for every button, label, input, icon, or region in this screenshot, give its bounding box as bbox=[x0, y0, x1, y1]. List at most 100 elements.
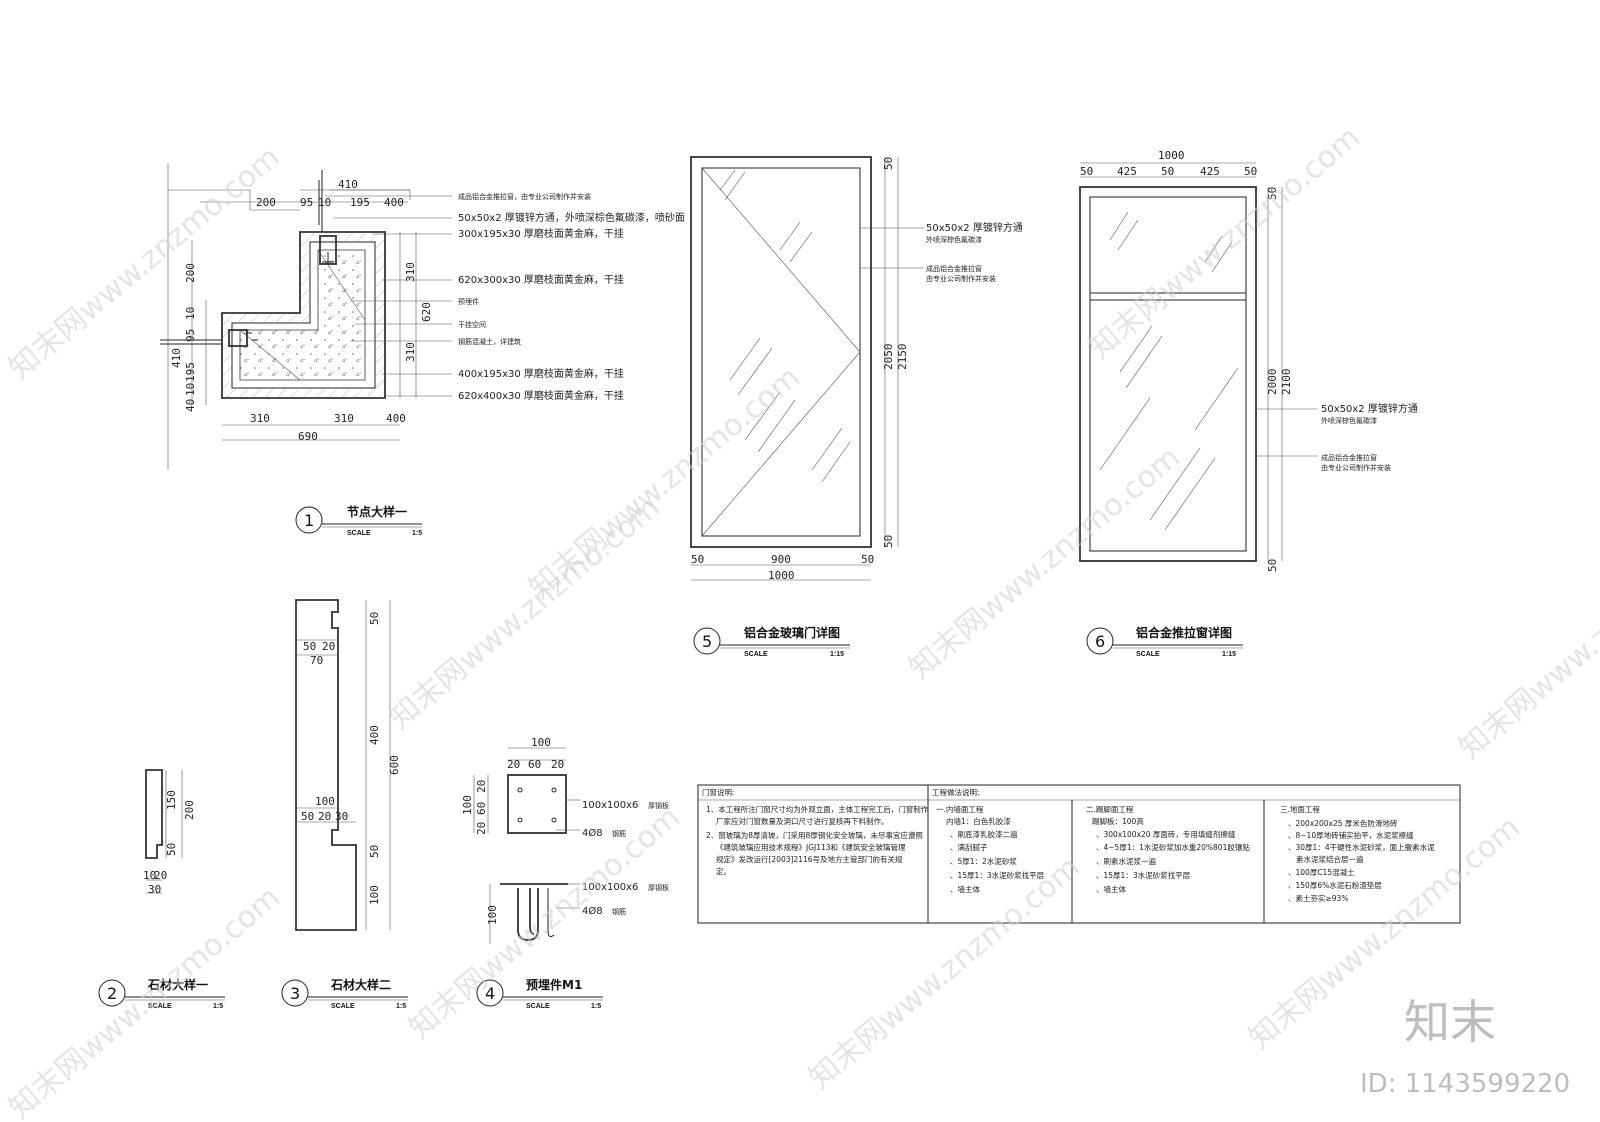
dim-text: 10 bbox=[184, 307, 197, 320]
detail-6-window: 1000 50 425 50 425 50 50 2000 2100 50 50… bbox=[1079, 149, 1418, 572]
detail-title: 铝合金推拉窗详图 bbox=[1136, 625, 1232, 640]
dim-text: 900 bbox=[771, 553, 791, 566]
watermark-text: 知末网www.znzmo.com bbox=[803, 850, 1087, 1096]
detail-2-section: 150 200 50 10 20 30 bbox=[143, 769, 196, 896]
watermark-text: 知末网www.znzmo.com bbox=[903, 440, 1187, 686]
detail-3-section: 50 50 20 70 400 600 100 50 20 30 50 100 bbox=[295, 599, 401, 931]
table-line: 踢脚板：100高 bbox=[1092, 816, 1144, 826]
dim-text: 620 bbox=[420, 302, 433, 322]
table-line: 、15厚1：3水泥砂浆找平层 bbox=[1096, 870, 1191, 880]
dim-text: 410 bbox=[170, 348, 183, 368]
dim-text: 20 bbox=[507, 758, 520, 771]
brand-mark: 知末 ID: 1143599220 bbox=[1360, 995, 1570, 1099]
detail-title: 节点大样一 bbox=[347, 504, 407, 519]
dim-text: 50 bbox=[368, 612, 381, 625]
note-text: 钢筋混凝土，详建筑 bbox=[458, 337, 521, 346]
table-line: 2、窗玻璃为8厚清玻，门采用8厚钢化安全玻璃，未尽事宜应遵照 bbox=[706, 830, 923, 840]
dim-text: 50 bbox=[303, 640, 316, 653]
detail-number: 6 bbox=[1095, 632, 1105, 651]
title-detail-1: 1 节点大样一 SCALE 1:5 bbox=[295, 504, 422, 537]
table-line: 、200x200x25 厚米色防滑地砖 bbox=[1288, 818, 1398, 828]
note-text: 100x100x6 bbox=[582, 800, 638, 811]
scale-value: 1:15 bbox=[1222, 651, 1236, 658]
table-line: 规定》发改运行[2003]2116号及地方主管部门的有关规 bbox=[716, 854, 903, 864]
table-line: 、5厚1：2水泥砂浆 bbox=[950, 856, 1017, 866]
note-text: 厚钢板 bbox=[648, 883, 669, 892]
dim-text: 1000 bbox=[768, 569, 795, 582]
table-line: 、墙主体 bbox=[950, 884, 980, 894]
note-text: 300x195x30 厚磨枝面黄金麻，干挂 bbox=[458, 227, 624, 240]
detail-title: 石材大样二 bbox=[330, 977, 391, 992]
dim-text: 20 bbox=[475, 780, 488, 793]
note-text: 成品铝合金推拉窗 bbox=[926, 264, 982, 273]
table-header: 门窗说明: bbox=[702, 787, 735, 797]
note-text: 厚钢板 bbox=[648, 801, 669, 810]
detail-title: 预埋件M1 bbox=[526, 977, 582, 992]
dim-text: 100 bbox=[531, 736, 551, 749]
dim-text: 10 bbox=[143, 869, 156, 882]
dim-text: 20 bbox=[551, 758, 564, 771]
dim-text: 200 bbox=[256, 196, 276, 209]
note-text: 50x50x2 厚镀锌方通 bbox=[926, 221, 1023, 234]
table-subheader: 一.内墙面工程 bbox=[936, 804, 984, 814]
table-line: 定。 bbox=[716, 866, 731, 876]
watermark-text: 知末网www.znzmo.com bbox=[3, 880, 287, 1122]
detail-number: 2 bbox=[107, 984, 117, 1003]
table-line: 1、本工程所注门窗尺寸均为外观立面，主体工程完工后，门窗制作 bbox=[706, 804, 929, 814]
watermark-text: 知末网www.znzmo.com bbox=[1083, 120, 1367, 366]
dim-text: 100 bbox=[315, 795, 335, 808]
title-detail-5: 5 铝合金玻璃门详图 SCALE 1:15 bbox=[693, 625, 850, 658]
watermark-text: 知末网www.znzmo.com bbox=[383, 490, 667, 736]
table-line: 、100厚C15混凝土 bbox=[1288, 867, 1355, 877]
table-line: 素水泥浆结合层一遍 bbox=[1296, 854, 1364, 864]
table-line: 、300x100x20 厚面砖，专用填缝剂擦缝 bbox=[1096, 829, 1236, 839]
note-text: 成品铝合金推拉窗，由专业公司制作并安装 bbox=[458, 192, 591, 201]
dim-text: 20 bbox=[318, 810, 331, 823]
detail-1-dims: 410 200 95 10 195 400 200 10 95 410 195 … bbox=[170, 178, 433, 443]
dim-text: 2050 bbox=[882, 344, 895, 371]
detail-5-door: 50 2050 2150 50 50 900 50 1000 50x50x2 厚… bbox=[690, 156, 1023, 582]
dim-text: 100 bbox=[461, 795, 474, 815]
dim-text: 310 bbox=[334, 412, 354, 425]
note-text: 50x50x2 厚镀锌方通，外喷深棕色氟碳漆，喷砂面 bbox=[458, 211, 685, 224]
title-detail-6: 6 铝合金推拉窗详图 SCALE 1:15 bbox=[1086, 625, 1243, 658]
note-text: 620x400x30 厚磨枝面黄金麻，干挂 bbox=[458, 389, 624, 402]
dim-text: 195 bbox=[350, 196, 370, 209]
scale-label: SCALE bbox=[1136, 651, 1160, 658]
dim-text: 310 bbox=[404, 342, 417, 362]
dim-text: 200 bbox=[184, 263, 197, 283]
note-text: 50x50x2 厚镀锌方通 bbox=[1321, 402, 1418, 415]
scale-label: SCALE bbox=[148, 1003, 172, 1010]
note-text: 干挂空间 bbox=[458, 320, 486, 329]
watermark-layer: 知末网www.znzmo.com 知末网www.znzmo.com 知末网www… bbox=[3, 120, 1600, 1122]
detail-title: 石材大样一 bbox=[147, 977, 208, 992]
title-detail-3: 3 石材大样二 SCALE 1:5 bbox=[281, 977, 408, 1010]
dim-text: 2150 bbox=[896, 344, 909, 371]
note-text: 钢筋 bbox=[612, 829, 626, 838]
dim-text: 20 bbox=[322, 640, 335, 653]
detail-title: 铝合金玻璃门详图 bbox=[744, 625, 840, 640]
dim-text: 195 bbox=[184, 362, 197, 382]
note-text: 4Ø8 bbox=[582, 905, 603, 917]
dim-text: 150 bbox=[165, 790, 178, 810]
dim-text: 400 bbox=[386, 412, 406, 425]
table-line: 、4~5厚1：1水泥砂浆加水重20%801胶镶贴 bbox=[1096, 842, 1250, 852]
title-detail-2: 2 石材大样一 SCALE 1:5 bbox=[98, 977, 225, 1010]
table-line: 、满刮腻子 bbox=[950, 842, 988, 852]
dim-text: 50 bbox=[368, 845, 381, 858]
table-line: 、15厚1：3水泥砂浆找平层 bbox=[950, 870, 1045, 880]
detail-1-section bbox=[160, 163, 452, 470]
title-detail-4: 4 预埋件M1 SCALE 1:5 bbox=[476, 977, 603, 1010]
dim-text: 50 bbox=[882, 157, 895, 170]
table-subheader: 三.地面工程 bbox=[1280, 804, 1320, 814]
scale-value: 1:15 bbox=[830, 651, 844, 658]
watermark-text: 知末网www.znzmo.com bbox=[1453, 520, 1600, 766]
dim-text: 50 bbox=[1244, 165, 1257, 178]
table-header: 工程做法说明: bbox=[932, 787, 980, 797]
brand-logo: 知末 bbox=[1404, 995, 1496, 1049]
note-text: 钢筋 bbox=[612, 907, 626, 916]
detail-4-plate: 100 20 60 20 100 20 60 20 100x100x6 厚钢板 … bbox=[461, 736, 669, 839]
dim-text: 50 bbox=[165, 843, 178, 856]
table-line: 厂家应对门窗数量及洞口尺寸进行复核再下料制作。 bbox=[716, 816, 889, 826]
detail-number: 3 bbox=[290, 984, 300, 1003]
